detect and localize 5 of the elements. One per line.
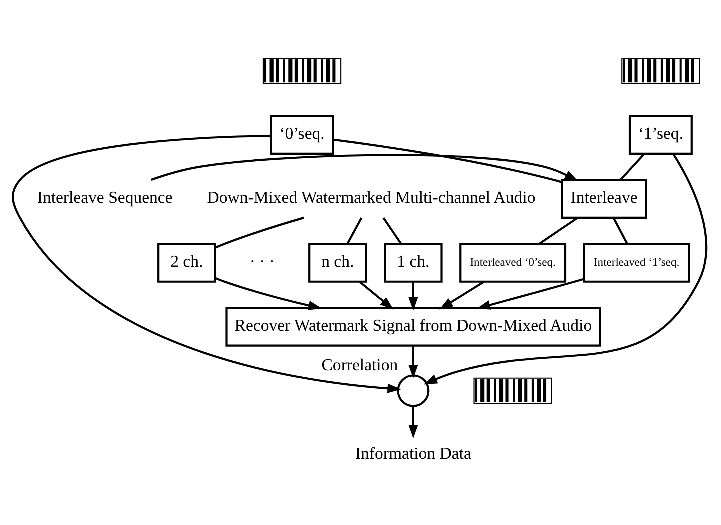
node-label: Correlation — [322, 354, 398, 374]
node-text: Down-Mixed Watermarked Multi-channel Audio — [207, 188, 536, 207]
node-text: Information Data — [355, 443, 472, 462]
node-text: Interleave Sequence — [37, 188, 173, 207]
label: · · · — [250, 251, 275, 270]
